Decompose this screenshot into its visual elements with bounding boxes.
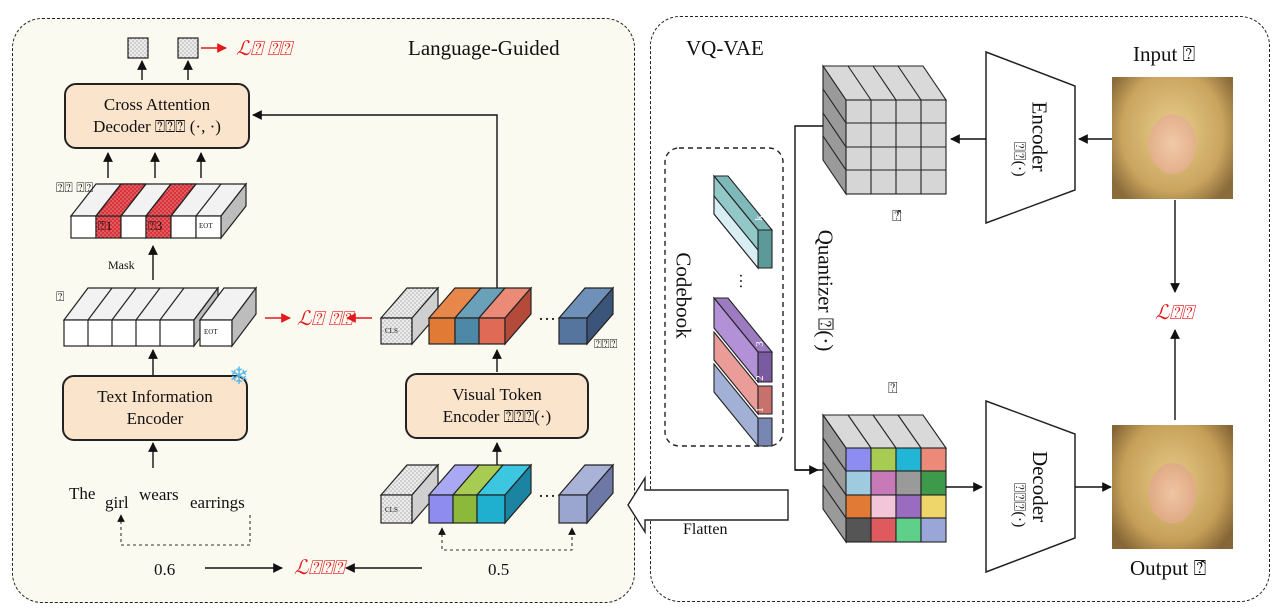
top-loss-label: ℒ⍰ ⍰⍰: [236, 38, 292, 60]
caption-word-girl: girl: [105, 493, 129, 512]
visual-input-ellipsis: …: [538, 481, 556, 501]
codebook-index-2: 2: [753, 375, 766, 381]
masked-token-row: [69, 182, 248, 240]
visual-token-input-row: [379, 463, 615, 525]
text-token-row: [62, 286, 258, 348]
z-hat-label: ⍰̂: [892, 208, 902, 225]
mid-loss-label: ℒ⍰ ⍰⍰: [297, 308, 353, 330]
encoder-shape: [985, 50, 1076, 225]
visual-encoder-line1: Visual Token: [452, 385, 542, 404]
bottom-loss-label: ℒ⍰⍰⍰: [294, 557, 345, 579]
flatten-arrow: [627, 475, 789, 535]
text-information-encoder-box: Text Information Encoder: [62, 375, 248, 441]
quantizer-label: Quantizer ⍰(·): [813, 229, 838, 352]
vq-vae-title: VQ-VAE: [686, 36, 764, 60]
output-token-1: [127, 37, 149, 59]
visual-output-ellipsis: …: [538, 304, 556, 324]
cross-attention-decoder-line2: Decoder ⍰⍰⍰ (·, ·): [93, 117, 221, 136]
codebook-index-3: 3: [753, 341, 766, 347]
masked-token-3: ⍰3: [148, 218, 163, 233]
z-hat-cube: [821, 64, 948, 196]
visual-score: 0.5: [488, 560, 510, 579]
visual-token-encoder-box: Visual Token Encoder ⍰⍰⍰(·): [405, 373, 589, 439]
visual-output-cls: CLS: [385, 327, 398, 335]
cross-attention-decoder-line1: Cross Attention: [103, 95, 211, 114]
caption-word-earrings: earrings: [190, 493, 245, 512]
cross-attention-decoder-box: Cross Attention Decoder ⍰⍰⍰ (·, ·): [64, 83, 250, 149]
language-guided-title: Language-Guided: [408, 36, 560, 60]
output-token-2: [177, 37, 199, 59]
encoder-label: Encoder: [1027, 101, 1052, 172]
input-face-image: [1112, 77, 1233, 199]
visual-encoder-line2: Encoder ⍰⍰⍰(·): [442, 407, 552, 426]
masked-sequence-label: ⍰⍰ ⍰⍰: [56, 181, 94, 196]
masked-row-eot: EOT: [199, 222, 213, 230]
decoder-label: Decoder: [1028, 450, 1053, 523]
codebook-vectors: [712, 174, 774, 448]
output-face-image: [1112, 425, 1233, 549]
caption-word-the: The: [69, 484, 96, 503]
flatten-label: Flatten: [683, 521, 728, 538]
codebook-ellipsis: …: [736, 273, 753, 289]
z-cube: [821, 413, 948, 544]
output-label: Output ⍰̂: [1130, 556, 1207, 580]
text-encoder-line1: Text Information: [97, 387, 213, 406]
snowflake-icon: ❄: [229, 364, 250, 390]
z-label: ⍰: [888, 380, 898, 397]
decoder-shape: [985, 399, 1076, 574]
visual-input-cls: CLS: [385, 506, 398, 514]
input-label: Input ⍰: [1133, 42, 1196, 66]
codebook-label: Codebook: [671, 252, 696, 339]
text-encoder-line2: Encoder: [126, 409, 184, 428]
text-row-eot: EOT: [204, 328, 218, 336]
visual-token-output-row: [379, 286, 615, 346]
reconstruction-loss-label: ℒ⍰⍰: [1155, 302, 1194, 324]
token-row-label: ⍰: [56, 290, 65, 305]
text-score: 0.6: [154, 560, 176, 579]
encoder-fn: ⍰⍰(·): [1010, 141, 1028, 177]
decoder-fn: ⍰⍰⍰(·): [1010, 482, 1028, 528]
codebook-index-1: 1: [753, 407, 766, 413]
codebook-index-k: k: [752, 215, 765, 221]
codebook-box: [664, 147, 784, 447]
masked-token-1: ⍰1: [98, 218, 113, 233]
caption-word-wears: wears: [139, 485, 179, 504]
visual-row-label: ⍰⍰⍰: [594, 336, 618, 351]
mask-label: Mask: [108, 258, 135, 272]
